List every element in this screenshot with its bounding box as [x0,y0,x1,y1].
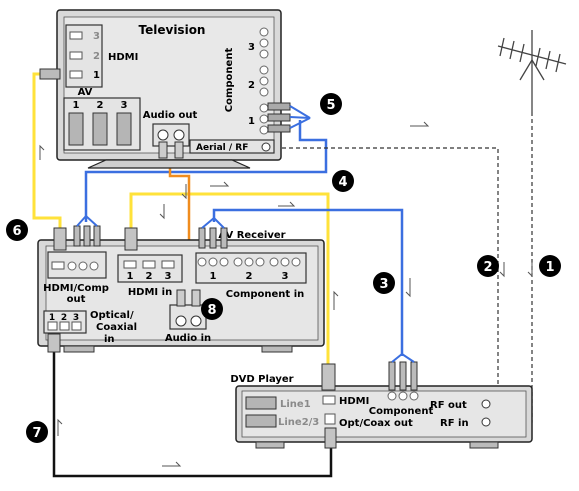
svg-text:1: 1 [545,260,554,275]
tv-audio-plug-right [174,141,184,159]
tv-av-port-3: 3 [121,100,128,111]
step-marker-4: 4 [332,170,354,192]
antenna-icon [497,30,567,112]
component-cable-receiver-in-to-dvd [212,208,404,356]
tv-component-port-2: 2 [248,80,255,91]
tv-component-port-1: 1 [248,116,255,127]
tv-audio-plug-left [158,141,168,159]
svg-text:2: 2 [483,260,492,275]
tv-component-label: Component [224,48,235,113]
step-marker-6: 6 [6,219,28,241]
receiver-optical-label-1: Optical/ [90,310,134,321]
dvd-player: DVD Player Line1 Line2/3 HDMI Opt/Coax o… [230,374,533,449]
receiver-component-in-plugs [198,216,228,249]
receiver-optical-port-1: 1 [49,313,55,323]
tv-hdmi-plug [39,68,61,80]
receiver-optical-port-2: 2 [61,313,67,323]
receiver-audio-in-label: Audio in [165,333,211,344]
dvd-rf-out-label: RF out [430,400,467,411]
receiver-optical-label-2: Coaxial [96,322,137,333]
dvd-line1-label: Line1 [280,399,311,410]
av-receiver: AV Receiver HDMI/Comp out 1 2 3 HDMI in … [37,230,325,353]
step-marker-3: 3 [373,272,395,294]
dvd-line23-label: Line2/3 [278,417,319,428]
direction-arrows [39,121,533,467]
dvd-hdmi-label: HDMI [339,396,369,407]
optical-cable-dvd-to-receiver [52,348,333,478]
television: Television 3 2 1 HDMI AV 1 2 3 Audio out… [56,9,282,169]
receiver-hdmi-in-port-3: 3 [165,271,172,282]
tv-hdmi-port-2: 2 [93,51,100,62]
step-marker-1: 1 [539,255,561,277]
svg-text:8: 8 [207,303,216,318]
receiver-optical-label-3: in [104,334,115,345]
hdmi-cable-tv-to-receiver-out [32,72,62,232]
dvd-component-label: Component [369,406,434,417]
receiver-component-in-port-1: 1 [210,271,217,282]
tv-av-port-2: 2 [97,100,104,111]
receiver-optical-port-3: 3 [73,313,79,323]
dvd-opt-label: Opt/Coax out [339,418,413,429]
receiver-title: AV Receiver [218,230,285,241]
receiver-hdmi-in-plug [124,227,138,251]
svg-text:7: 7 [32,426,41,441]
receiver-hdmi-in-label: HDMI in [128,287,172,298]
svg-text:4: 4 [338,175,347,190]
step-marker-5: 5 [320,93,342,115]
tv-hdmi-port-1: 1 [93,70,100,81]
receiver-out-plugs [53,214,101,251]
component-cable-receiver-out-to-tv [84,120,328,222]
step-marker-2: 2 [477,255,499,277]
tv-aerial-label: Aerial / RF [196,143,248,153]
receiver-component-in-label: Component in [226,289,305,300]
step-marker-7: 7 [26,421,48,443]
receiver-optical-plug [47,333,61,353]
dvd-title: DVD Player [230,374,293,385]
tv-hdmi-label: HDMI [108,52,138,63]
tv-component-port-3: 3 [248,42,255,53]
tv-av-label: AV [78,87,93,98]
dvd-hdmi-plug [321,363,336,391]
dvd-rf-in-label: RF in [440,418,469,429]
dvd-optical-plug [324,427,337,449]
receiver-hdmi-comp-out-label-1: HDMI/Comp [43,283,109,294]
receiver-hdmi-comp-out-label-2: out [67,294,86,305]
receiver-component-in-port-3: 3 [282,271,289,282]
receiver-hdmi-in-port-2: 2 [146,271,153,282]
svg-text:6: 6 [12,224,21,239]
tv-hdmi-port-3: 3 [93,31,100,42]
step-marker-8: 8 [201,298,223,320]
tv-av-port-1: 1 [73,100,80,111]
tv-title: Television [139,23,206,37]
hdmi-cable-receiver-in-to-dvd [129,192,330,368]
svg-text:5: 5 [326,98,335,113]
dvd-component-plugs [388,352,418,391]
receiver-component-in-port-2: 2 [246,271,253,282]
svg-text:3: 3 [379,277,388,292]
tv-component-plugs [267,102,311,133]
receiver-audio-in-plugs [176,289,201,307]
receiver-hdmi-in-port-1: 1 [127,271,134,282]
tv-audio-out-label: Audio out [143,110,198,121]
